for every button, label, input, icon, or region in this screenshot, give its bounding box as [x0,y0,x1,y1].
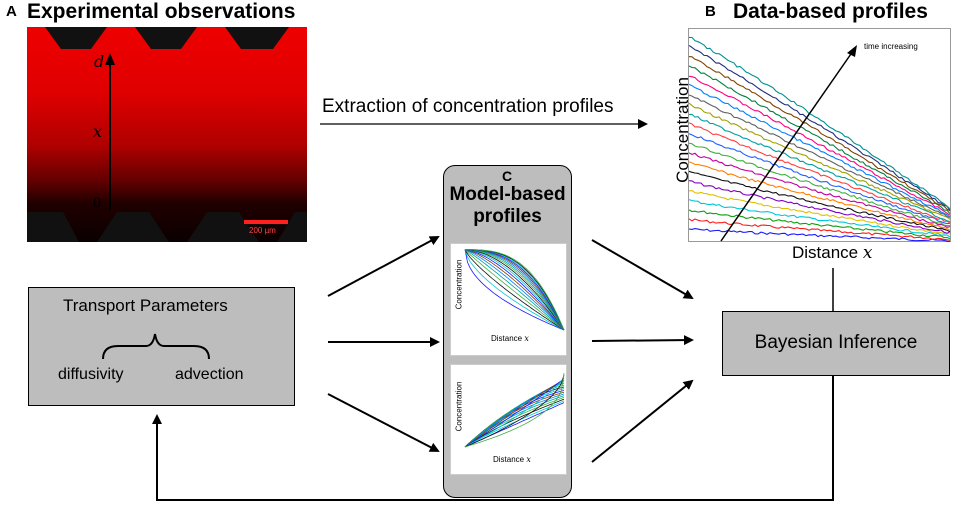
data-plot-annotation: time increasing [864,42,918,51]
model-plot-1-ylabel: Concentration [454,259,464,310]
panel-b-title: Data-based profiles [733,0,928,23]
data-profile-curve [688,209,951,240]
model-profile-curve [464,249,565,331]
extraction-label: Extraction of concentration profiles [322,96,614,117]
data-profile-curve [688,180,951,234]
model-plot-2-ylabel: Concentration [454,381,464,432]
model-profile-curve [465,249,565,331]
arrow-c-mid-to-bayes [591,335,694,346]
model-plot-1 [450,243,567,356]
data-profile-curve [688,56,951,212]
data-profile-curve [688,122,951,224]
arrow-c-top-to-bayes [591,239,694,300]
data-profile-curve [688,228,951,243]
arrow-c-bottom-to-bayes [591,379,694,463]
data-plot-xlabel: Distance x [792,243,872,263]
panel-b-letter: B [705,3,716,20]
model-plot-2-xlabel-text: Distance [493,455,525,464]
model-profile-curve [465,249,565,331]
model-profile-curve [464,249,565,331]
data-plot-xlabel-var: x [862,243,873,263]
data-profile-curve [688,44,951,211]
arrow-transport-to-c-top [327,236,440,297]
model-plot-2-xlabel: Distance x [493,455,531,464]
data-profile-curve [688,133,951,225]
data-profile-curve [689,113,951,223]
data-profile-curve [688,75,951,216]
transport-title: Transport Parameters [63,296,228,315]
data-profile-curve [688,83,951,218]
model-profile-curve [464,249,565,331]
data-profile-curve [688,142,951,227]
data-profile-curve [688,190,951,235]
model-profile-curve [464,249,565,331]
data-profile-curve [688,161,951,231]
model-profile-curve [464,249,565,331]
model-profile-curve [464,249,565,331]
data-profile-curve [688,170,951,233]
axis-label-d: d [94,52,105,71]
panel-a-letter: A [6,3,17,20]
model-profile-curve [464,249,565,331]
data-plot-ylabel: Concentration [673,77,692,183]
param-advection: advection [175,366,244,383]
data-profile-curve [688,36,951,210]
model-plot-1-xlabel-var: x [524,334,529,343]
model-profile-curve [464,249,565,331]
data-profile-curve [688,152,951,228]
panel-c-title: Model-based profiles [443,184,572,228]
scale-bar-label: 200 µm [249,226,276,235]
channel-obstacles [27,27,307,242]
model-plot-2-xlabel-var: x [526,455,531,464]
bayesian-inference-box [722,311,950,376]
data-plot-xlabel-text: Distance [792,243,859,262]
model-plot-1-xlabel: Distance x [491,334,529,343]
param-diffusivity: diffusivity [58,366,124,383]
panel-c-title-line2: profiles [473,206,542,227]
axis-label-x: x [93,122,103,141]
data-profile-curve [688,199,951,238]
panel-c-title-line1: Model-based [449,184,566,205]
time-increasing-arrow [720,50,854,242]
model-profile-curve [464,249,565,331]
model-profile-curve [464,249,565,331]
data-profile-curve [688,65,951,214]
time-increasing-arrowhead [847,45,857,57]
data-profile-curve [688,102,951,220]
axis-label-zero: 0 [93,196,102,211]
panel-a-title: Experimental observations [27,0,296,23]
data-profiles-plot [688,28,951,243]
fluorescence-image [27,27,307,242]
data-profile-curve [688,94,951,218]
bayesian-inference-label: Bayesian Inference [754,332,918,353]
panel-c-letter: C [502,168,513,184]
model-profile-curve [464,249,565,331]
arrow-transport-to-c-bottom [327,393,440,452]
model-plot-1-xlabel-text: Distance [491,334,523,343]
